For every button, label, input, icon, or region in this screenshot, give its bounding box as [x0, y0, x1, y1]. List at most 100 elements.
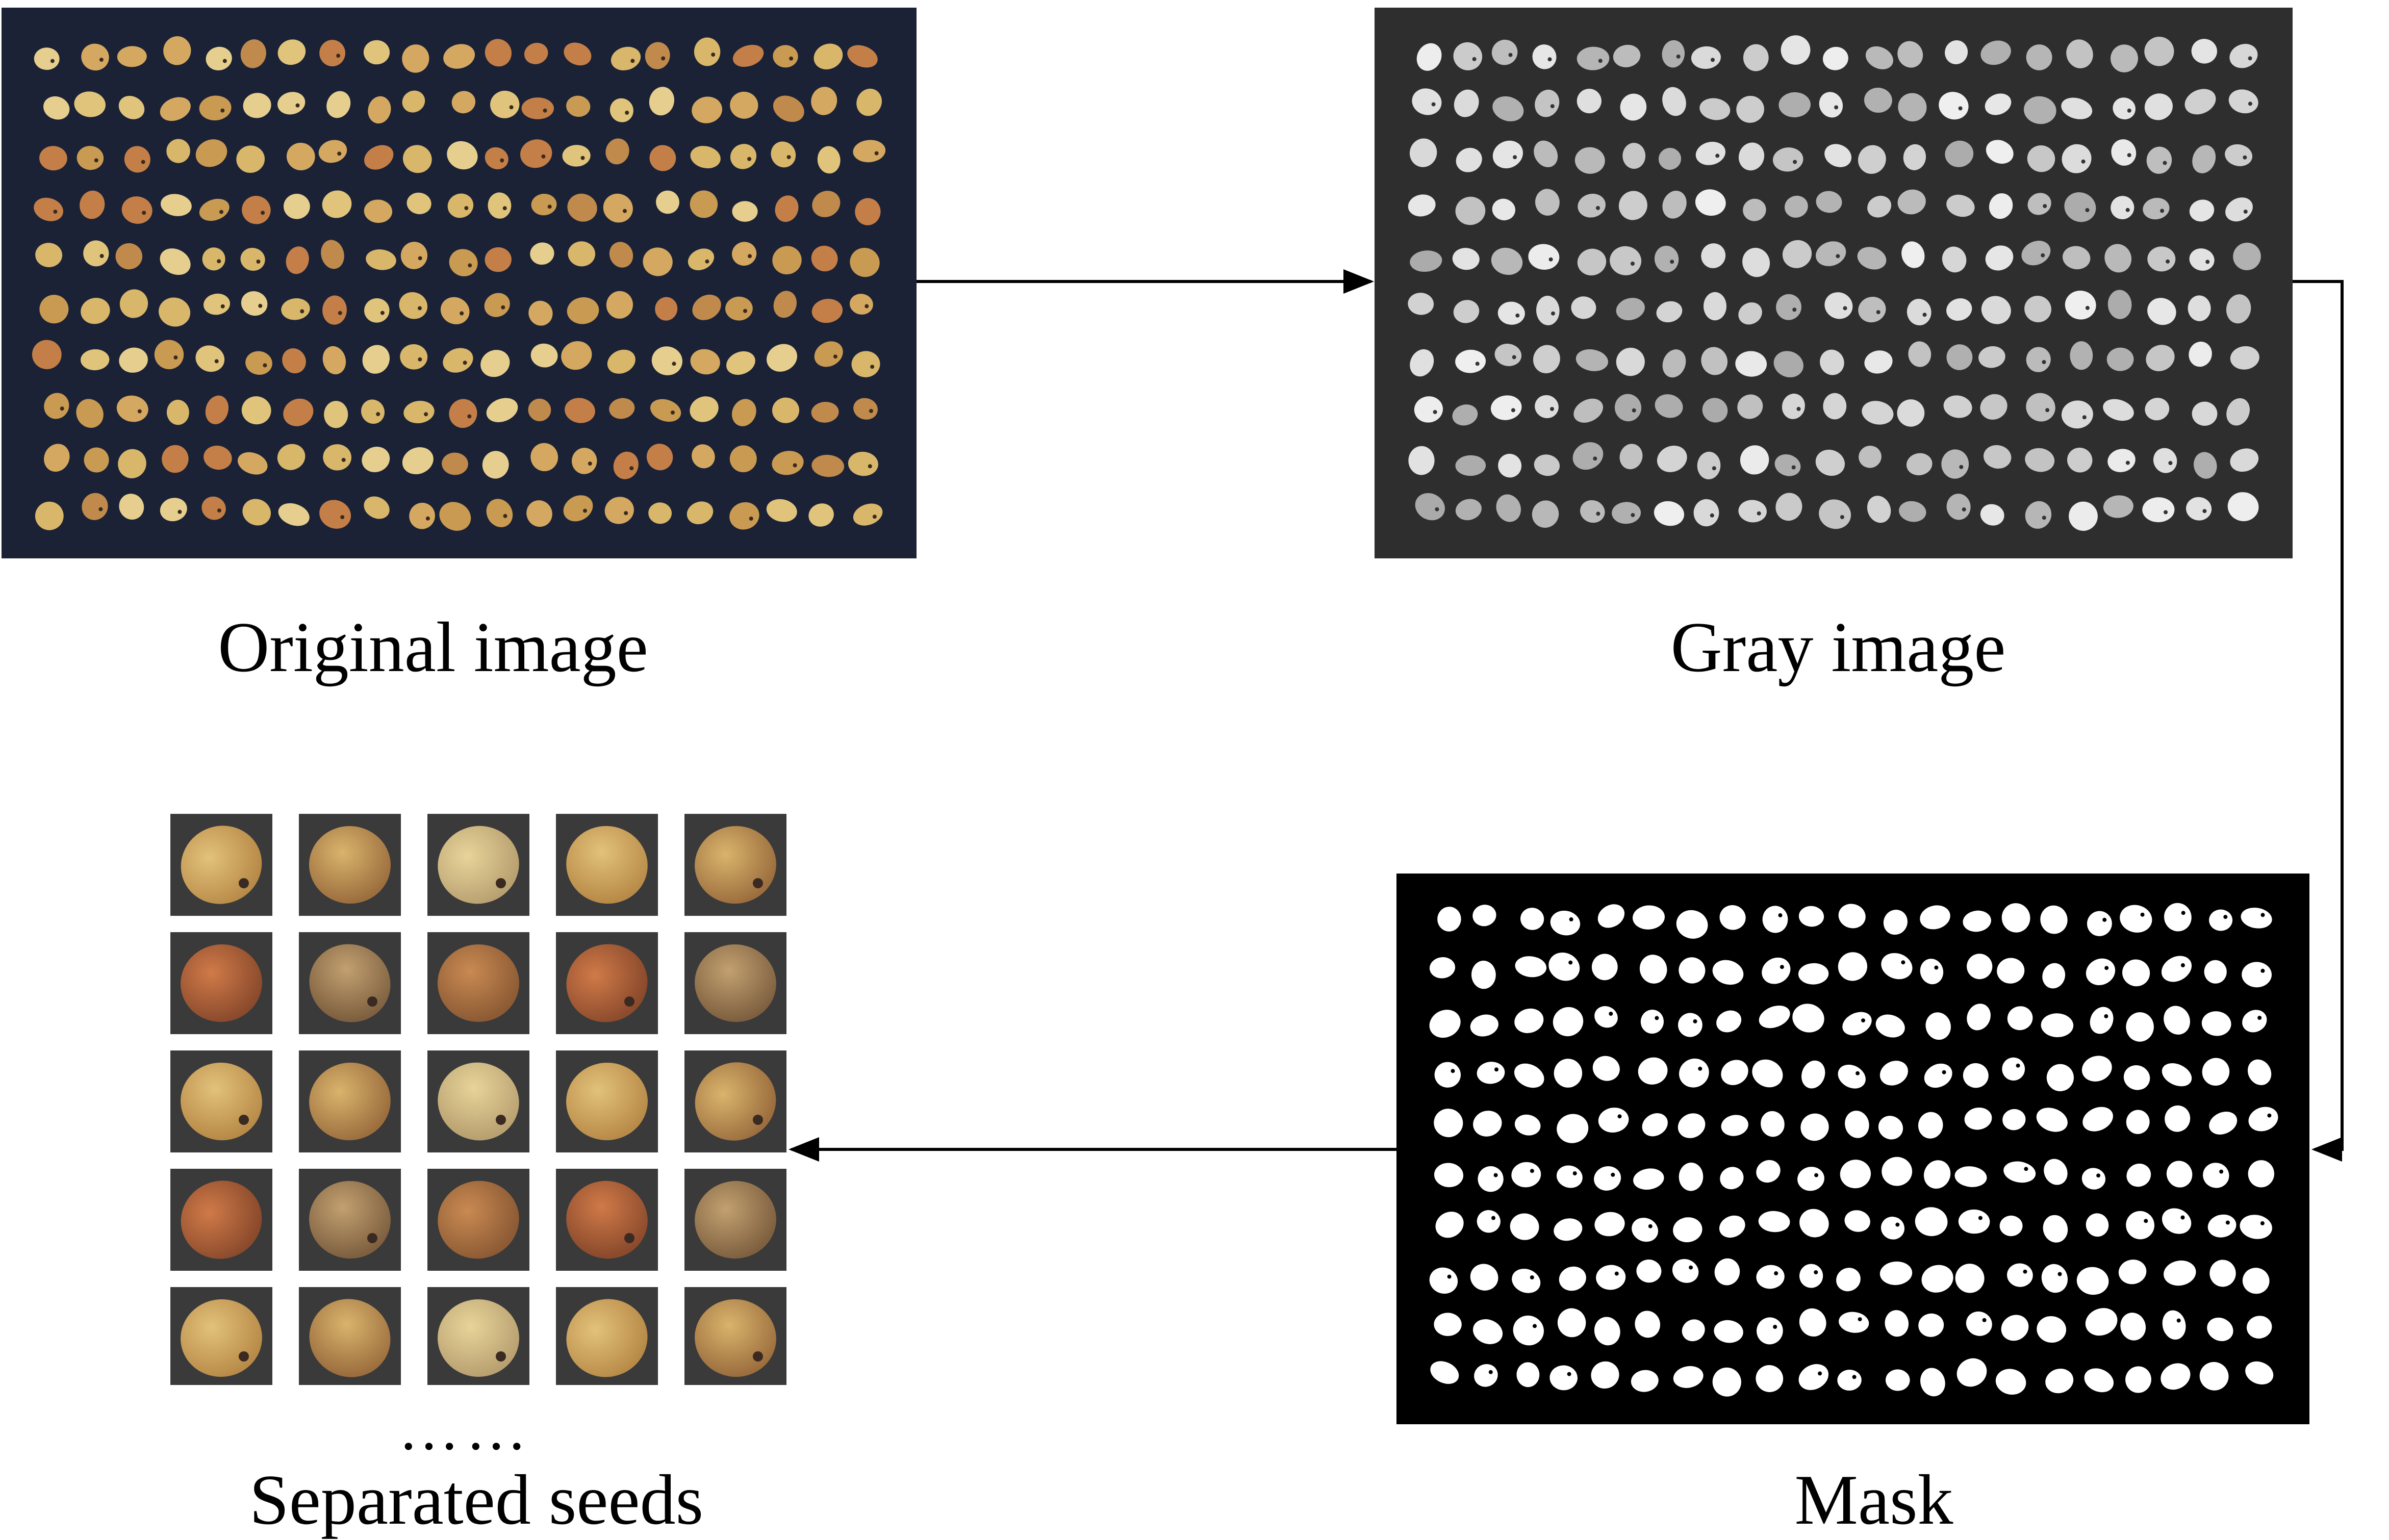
- mask-hole: [1572, 1171, 1577, 1175]
- seed: [1762, 957, 1791, 984]
- seed: [1801, 1060, 1825, 1089]
- seed-hilum: [239, 1115, 249, 1125]
- seed: [1862, 401, 1894, 425]
- seed: [811, 401, 839, 423]
- seed: [2192, 145, 2216, 173]
- seed: [2165, 1105, 2191, 1132]
- seed: [2070, 341, 2093, 370]
- mask-hole: [2023, 1269, 2027, 1274]
- seed: [2024, 295, 2051, 323]
- seed-hilum: [501, 305, 505, 310]
- seed: [1756, 1365, 1784, 1392]
- seed: [2081, 1168, 2106, 1190]
- seed: [1673, 1366, 1704, 1388]
- seed-hilum: [1512, 355, 1516, 360]
- seed: [1815, 449, 1845, 476]
- seed: [2085, 1308, 2118, 1336]
- seed: [2065, 290, 2096, 320]
- seed: [402, 145, 432, 173]
- seed: [1673, 1217, 1702, 1243]
- seed: [2207, 1317, 2233, 1341]
- seed: [1942, 246, 1967, 273]
- seed: [1594, 1317, 1620, 1346]
- seed: [440, 297, 470, 324]
- seed: [166, 139, 190, 163]
- seed: [853, 140, 886, 163]
- seed: [814, 43, 843, 70]
- seed-hilum: [868, 464, 872, 469]
- mask-hole: [1491, 1216, 1495, 1220]
- seed: [2184, 89, 2216, 115]
- seed: [322, 295, 347, 325]
- seed: [166, 399, 189, 425]
- seed: [1452, 248, 1480, 270]
- seed: [2247, 1059, 2272, 1086]
- seed: [1800, 1113, 1829, 1141]
- seed: [1778, 92, 1811, 118]
- caption-gray-image: Gray image: [1670, 608, 2006, 687]
- seed: [402, 447, 434, 475]
- seed: [1662, 87, 1686, 116]
- seed-hilum: [1513, 155, 1517, 160]
- seed: [80, 190, 105, 219]
- seed: [241, 396, 271, 425]
- seed: [204, 445, 232, 470]
- seed: [1798, 1364, 1829, 1390]
- seed: [1535, 189, 1560, 216]
- seed: [1631, 1370, 1659, 1392]
- seed: [2202, 1058, 2230, 1086]
- seed: [1693, 499, 1719, 527]
- seed: [319, 500, 351, 529]
- seed: [1574, 147, 1605, 174]
- seed: [2203, 1163, 2229, 1188]
- seed: [2189, 199, 2215, 222]
- seed: [2144, 93, 2173, 120]
- seed-hilum: [629, 466, 634, 471]
- seed-tile: [299, 1287, 401, 1385]
- seed: [1594, 1212, 1625, 1237]
- mask-hole: [2176, 1318, 2181, 1323]
- seed: [1515, 956, 1547, 978]
- mask-hole: [2223, 915, 2228, 919]
- seed: [2067, 447, 2093, 473]
- seed: [2123, 1065, 2150, 1090]
- seed: [2069, 501, 2098, 531]
- mask-hole: [2024, 1167, 2028, 1171]
- seed: [1553, 1007, 1584, 1037]
- seed: [309, 1062, 391, 1141]
- seed: [1676, 910, 1708, 939]
- seed: [1956, 1358, 1987, 1387]
- seed-hilum: [1631, 513, 1635, 518]
- mask-hole: [2104, 966, 2109, 970]
- seed-tile: [427, 1050, 529, 1152]
- seed-hilum: [222, 59, 227, 63]
- seed: [1430, 1361, 1459, 1384]
- seed: [1528, 244, 1560, 270]
- seed-hilum: [2163, 161, 2167, 165]
- seed: [1838, 904, 1866, 929]
- ellipsis: ……: [398, 1395, 533, 1462]
- seed-tile: [684, 1287, 786, 1385]
- seed-hilum: [1710, 513, 1714, 518]
- seed-hilum: [1431, 102, 1436, 107]
- seed: [1412, 88, 1442, 115]
- seed: [403, 400, 435, 424]
- seed: [1721, 1115, 1748, 1136]
- seed: [1513, 1315, 1544, 1346]
- seed: [1478, 1166, 1504, 1192]
- seed-hilum: [1834, 105, 1839, 110]
- seed: [609, 242, 633, 268]
- seed: [364, 496, 390, 519]
- seed: [2189, 248, 2215, 271]
- seed: [1958, 1209, 1990, 1234]
- seed: [43, 96, 70, 120]
- seed-hilum: [623, 209, 627, 213]
- seed-hilum: [2043, 204, 2047, 209]
- seed: [1557, 1308, 1586, 1338]
- mask-hole: [1852, 1375, 1857, 1379]
- seed: [1963, 910, 1991, 932]
- seed: [649, 145, 676, 171]
- seed: [77, 146, 104, 170]
- seed: [278, 503, 310, 526]
- seed: [2113, 97, 2136, 120]
